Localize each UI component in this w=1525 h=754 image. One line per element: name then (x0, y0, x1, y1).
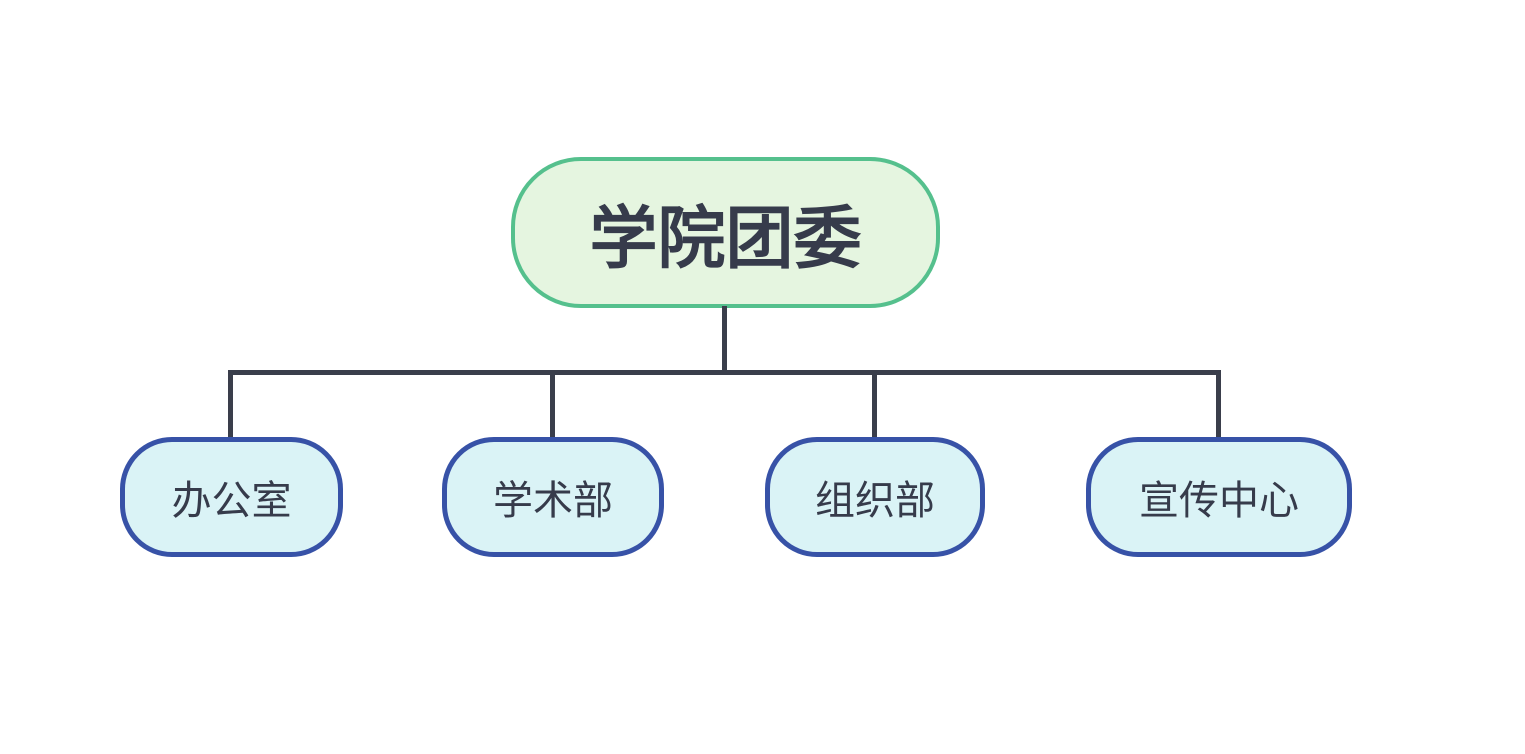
connector-drop-publicity (1216, 370, 1221, 437)
org-node-publicity[interactable]: 宣传中心 (1086, 437, 1352, 557)
connector-drop-academic (550, 370, 555, 437)
org-node-office[interactable]: 办公室 (120, 437, 343, 557)
connector-drop-organization (872, 370, 877, 437)
child-node-label: 组织部 (815, 479, 935, 523)
child-node-label: 学术部 (493, 479, 613, 523)
org-node-root[interactable]: 学院团委 (511, 157, 940, 308)
root-node-label: 学院团委 (589, 201, 862, 277)
child-node-label: 宣传中心 (1139, 479, 1299, 523)
connector-root-stem (722, 306, 727, 372)
org-node-academic[interactable]: 学术部 (442, 437, 664, 557)
child-node-label: 办公室 (171, 479, 292, 523)
org-node-organization[interactable]: 组织部 (765, 437, 985, 557)
connector-drop-office (228, 370, 233, 437)
connector-bus (228, 370, 1221, 375)
